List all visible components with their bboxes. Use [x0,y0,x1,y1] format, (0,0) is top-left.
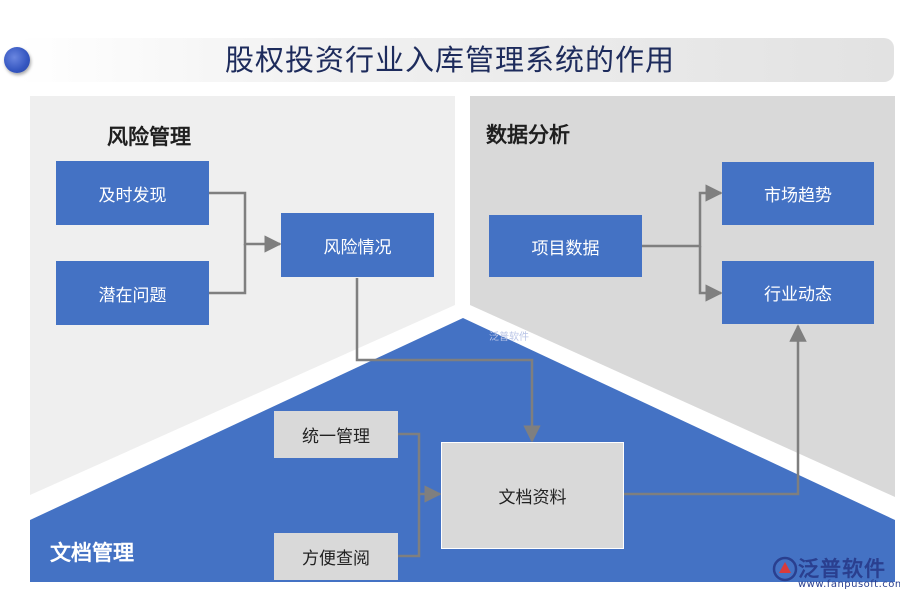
title-bar [18,38,894,82]
logo-name: 泛普软件 [798,557,886,581]
connector-timely-to-risk [209,191,282,253]
risk-section-title: 风险管理 [107,125,191,149]
potential-issues-box: 潜在问题 [56,261,209,325]
data-section-title: 数据分析 [486,123,570,147]
connector-risk-to-docs [355,278,541,443]
connector-project-to-industry [698,246,723,302]
watermark: 泛普软件 [489,332,529,343]
market-trend-box: 市场趋势 [722,162,874,225]
logo-url: www.fanpusoft.com [798,579,900,590]
timely-discovery-box: 及时发现 [56,161,209,225]
unified-management-box: 统一管理 [274,411,398,458]
industry-dynamics-box: 行业动态 [722,261,874,324]
risk-status-box: 风险情况 [281,213,434,277]
logo-icon [772,556,798,582]
connector-unified-to-docs [398,432,442,503]
title-bullet-icon [4,47,30,73]
document-materials-box: 文档资料 [441,442,624,549]
convenient-access-box: 方便查阅 [274,533,398,580]
connector-convenient-to-docs [398,494,421,558]
connector-potential-to-risk [209,244,247,295]
page-title: 股权投资行业入库管理系统的作用 [224,43,675,77]
document-section-title: 文档管理 [50,541,134,565]
project-data-box: 项目数据 [489,215,642,277]
connector-project-to-market [642,184,723,248]
connector-docs-to-industry [624,324,807,496]
